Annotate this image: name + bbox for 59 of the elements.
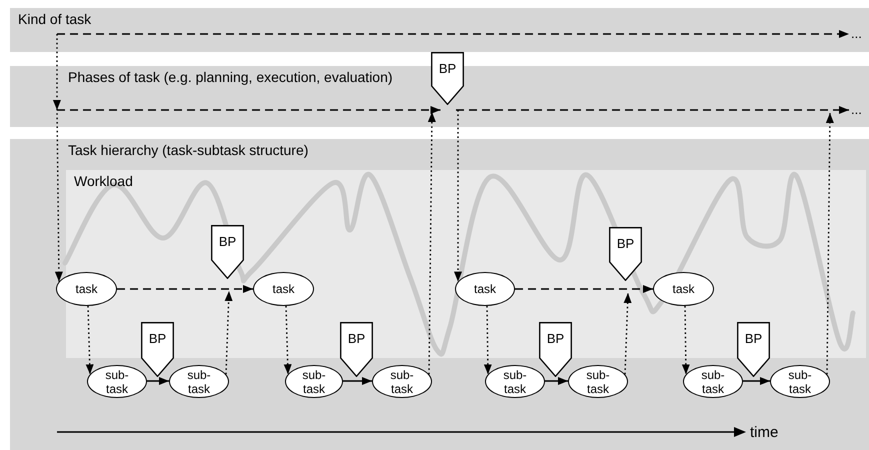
ellipsis-text: ... [851, 102, 867, 118]
node-label: sub- task [186, 368, 212, 396]
node-label: task [272, 282, 294, 296]
dashed-arrow [57, 30, 849, 38]
subtask-ellipse [285, 365, 343, 398]
dotted-arrow [284, 306, 292, 374]
subtask-ellipse [87, 365, 147, 398]
arrow [544, 377, 568, 385]
node-label: sub- task [787, 368, 813, 396]
marker-label: BP [148, 331, 168, 346]
arrow [742, 377, 770, 385]
marker-label: BP [218, 234, 238, 249]
ellipsis-text: ... [851, 26, 867, 42]
node-label: sub- task [389, 368, 415, 396]
dotted-arrow [86, 306, 94, 374]
band-title: Task hierarchy (task-subtask structure) [68, 142, 308, 158]
subtask-ellipse [372, 365, 432, 398]
dotted-arrow [826, 113, 834, 374]
node-label: task [474, 282, 496, 296]
task-ellipse [653, 272, 714, 306]
arrow [146, 377, 170, 385]
subtask-ellipse [683, 365, 743, 398]
band-title: Kind of task [18, 11, 92, 27]
dotted-arrow [224, 290, 233, 374]
node-label: sub- task [700, 368, 726, 396]
dashed-arrow [456, 106, 849, 114]
arrow [342, 377, 372, 385]
band-panel [10, 66, 869, 127]
node-label: sub- task [301, 368, 327, 396]
dotted-arrow [624, 292, 632, 374]
axis-label: time [750, 424, 778, 441]
band-title: Phases of task (e.g. planning, execution, evaluation) [68, 69, 393, 85]
marker-label: BP [438, 61, 458, 76]
node-label: task [75, 282, 98, 296]
marker-label: BP [616, 236, 636, 251]
node-label: sub- task [502, 368, 528, 396]
dashed-arrow [57, 106, 440, 114]
subtask-ellipse [770, 365, 830, 398]
subtask-ellipse [485, 365, 545, 398]
subtask-ellipse [169, 365, 229, 398]
marker-label: BP [346, 331, 366, 346]
dashed-arrow [117, 285, 253, 293]
dashed-arrow [515, 285, 653, 293]
dotted-arrow [53, 34, 63, 282]
marker-label: BP [744, 331, 764, 346]
task-ellipse [253, 272, 314, 306]
marker-label: BP [546, 331, 566, 346]
subtask-ellipse [568, 365, 628, 398]
task-ellipse [455, 272, 515, 306]
dotted-arrow [484, 306, 492, 374]
node-label: sub- task [104, 368, 130, 396]
band-panel [10, 8, 869, 52]
band-panel [10, 139, 869, 450]
dotted-arrow [682, 306, 690, 374]
dotted-arrow [428, 112, 436, 374]
node-label: task [672, 282, 694, 296]
area-title: Workload [74, 173, 133, 189]
node-label: sub- task [585, 368, 611, 396]
dotted-arrow [454, 110, 462, 282]
